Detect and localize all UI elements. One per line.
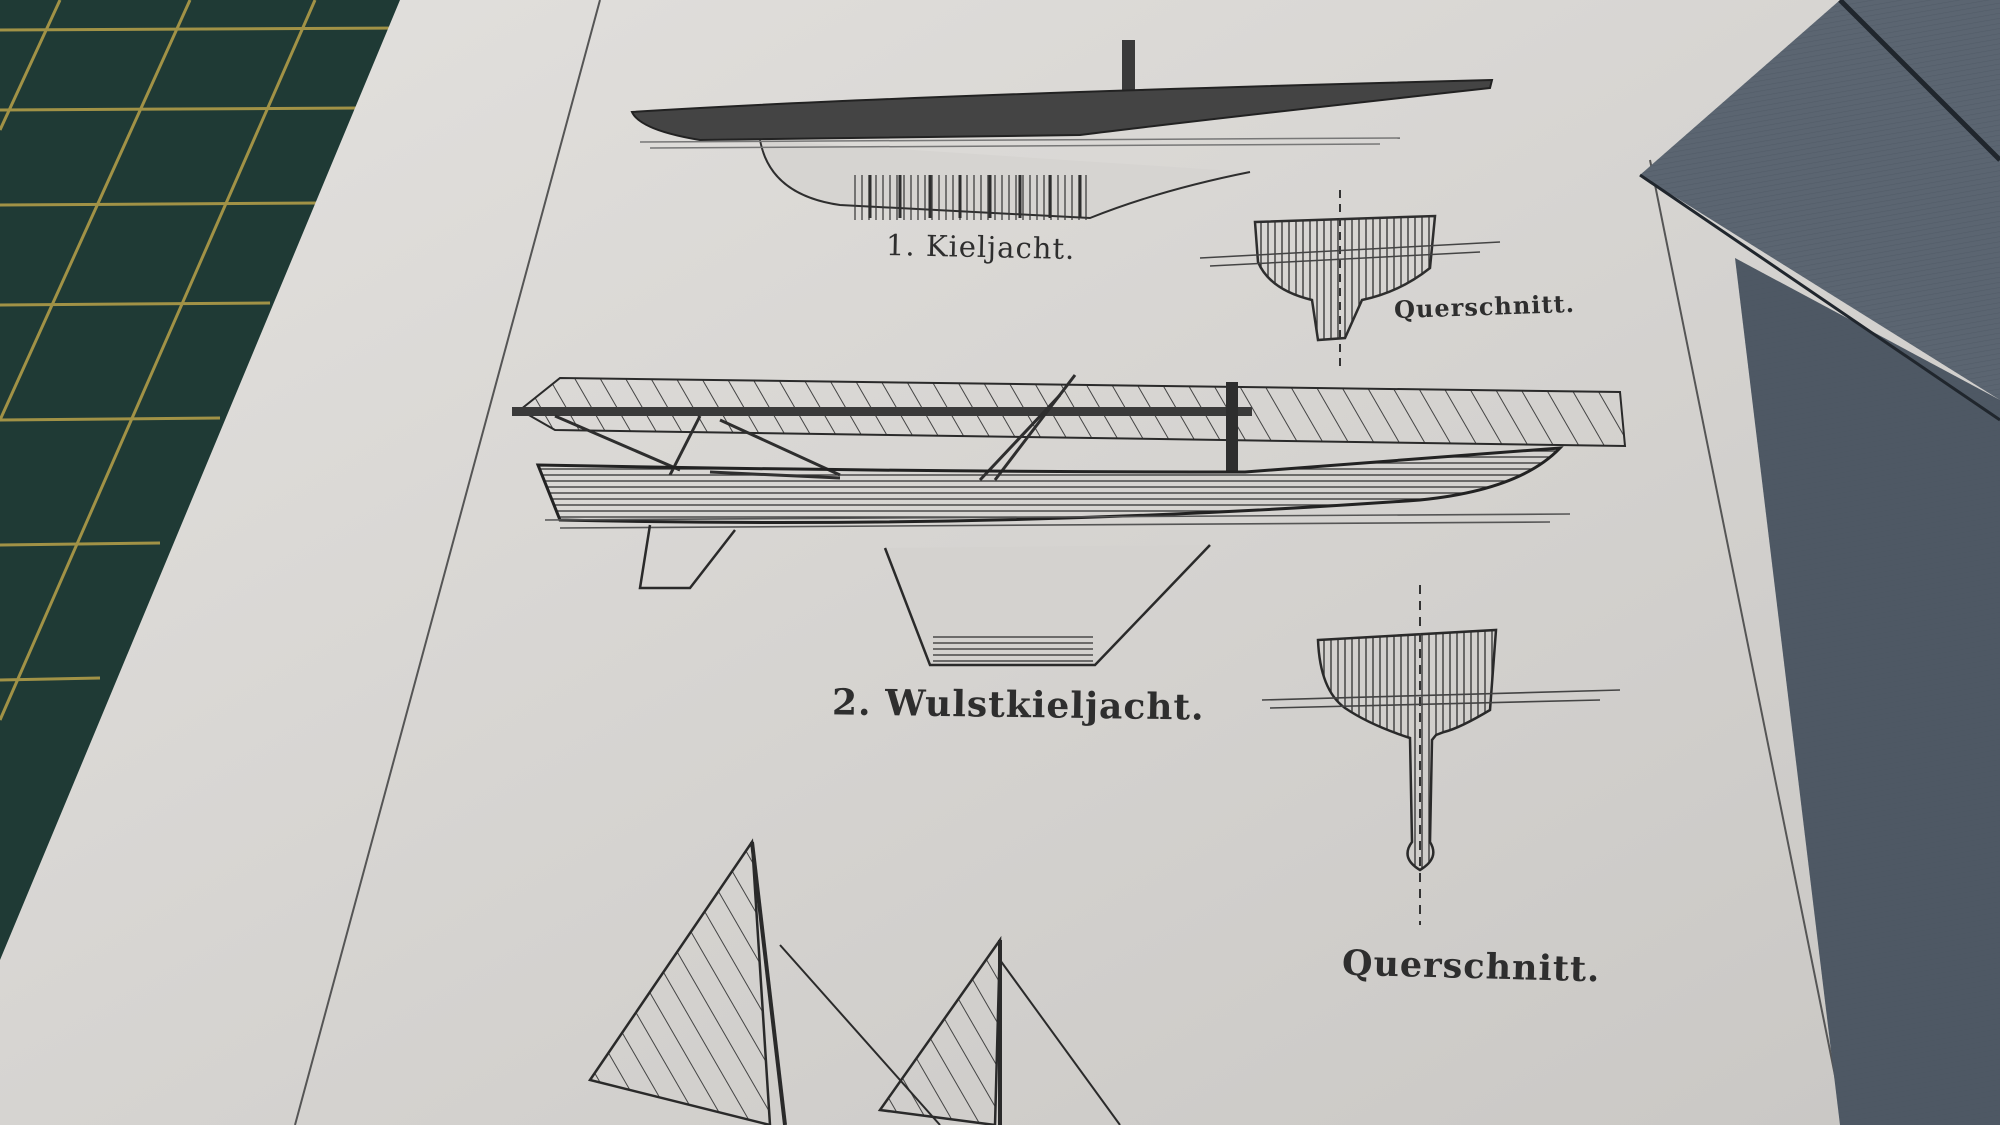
adjacent-page-sail bbox=[1639, 0, 2000, 1125]
querschnitt-1-illustration bbox=[1199, 190, 1501, 370]
kieljacht-illustration bbox=[630, 40, 1494, 220]
wulstkieljacht-illustration bbox=[512, 374, 1627, 667]
plate-border-line bbox=[294, 0, 601, 1125]
caption-querschnitt-2: Querschnitt. bbox=[1341, 942, 1601, 991]
querschnitt-2-illustration bbox=[1261, 585, 1621, 925]
caption-kieljacht: 1. Kieljacht. bbox=[885, 228, 1076, 266]
plate-border-line-right bbox=[1649, 159, 1846, 1125]
lower-sail-sketch bbox=[587, 838, 1121, 1125]
caption-wulstkieljacht: 2. Wulstkieljacht. bbox=[831, 681, 1205, 729]
